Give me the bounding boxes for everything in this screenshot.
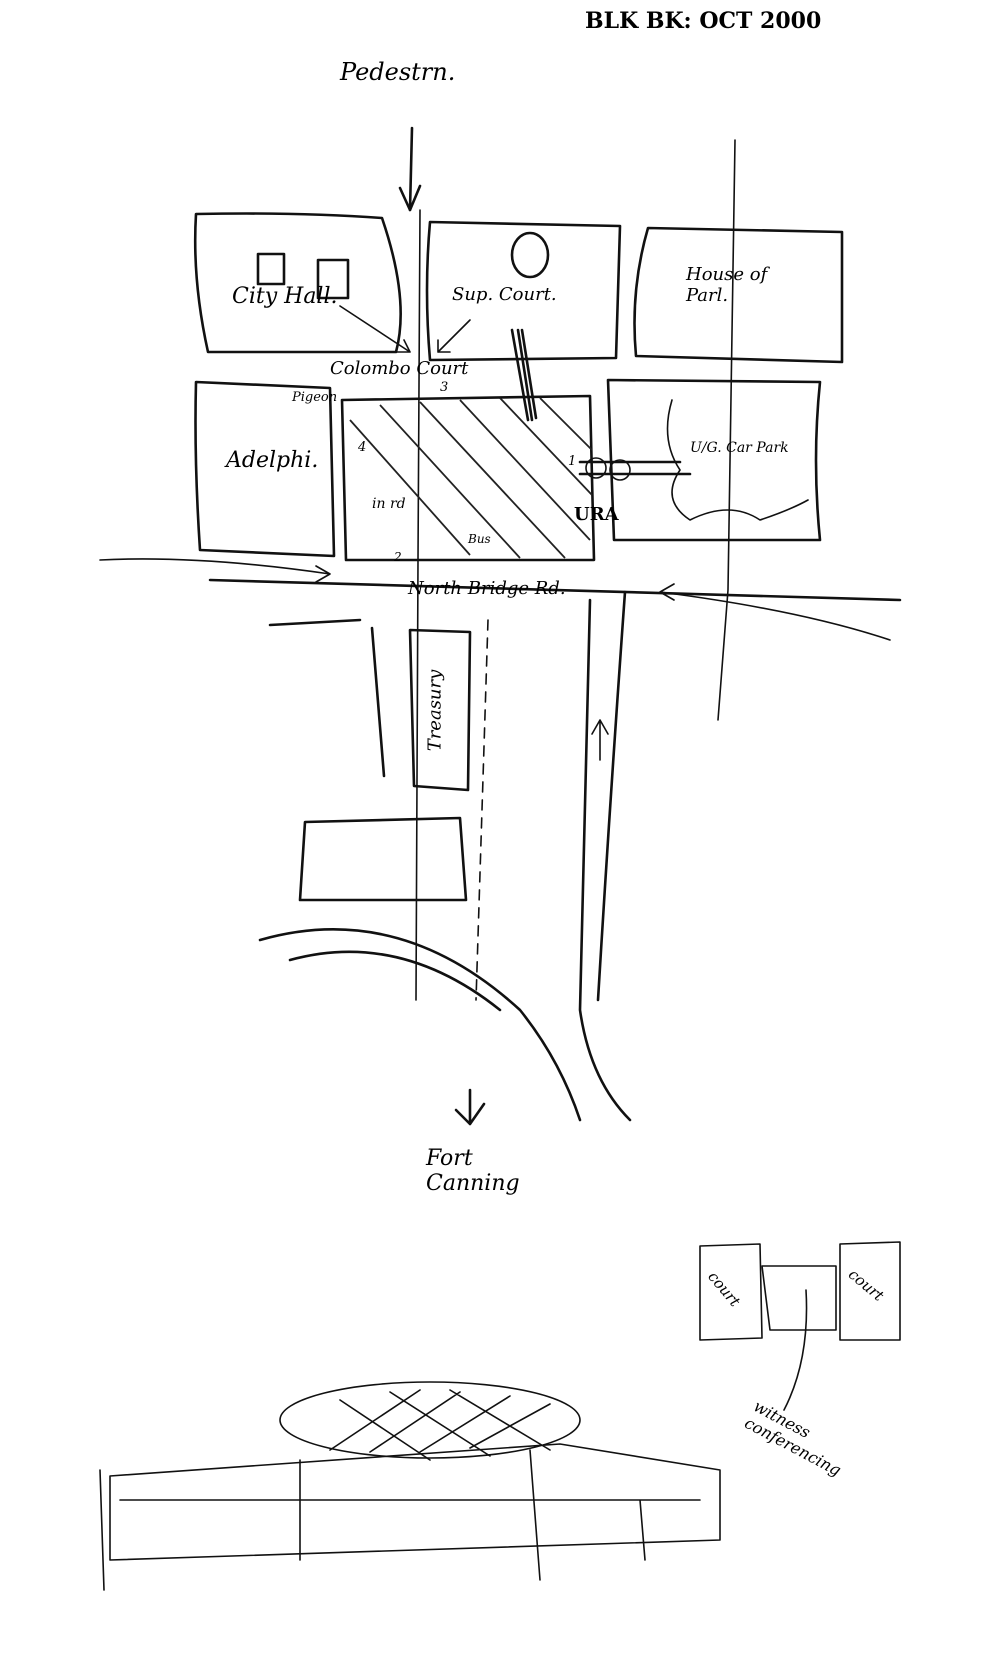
marker-1: 1	[568, 454, 577, 469]
dome-circle	[510, 231, 550, 279]
label-adelphi: Adelphi.	[226, 448, 319, 473]
label-pigeon: Pigeon	[292, 390, 338, 405]
label-treasury: Treasury	[424, 669, 446, 752]
block-lower	[298, 816, 468, 902]
label-house-of-parl: House of Parl.	[686, 264, 768, 306]
court-box-right	[839, 1241, 901, 1341]
label-bus: Bus	[468, 532, 491, 546]
block-sup-court	[425, 220, 622, 362]
label-pedestrian: Pedestrn.	[340, 58, 456, 86]
river	[258, 928, 582, 1122]
block-house-of-parl	[633, 226, 844, 364]
block-city-hall	[193, 212, 402, 354]
label-court-left: court	[704, 1267, 744, 1311]
dashed-line	[475, 619, 489, 1001]
label-ug-car-park: U/G. Car Park	[690, 440, 789, 456]
block-treasury	[408, 628, 472, 792]
block-car-park	[606, 378, 822, 542]
marker-2: 2	[394, 550, 402, 564]
road-line	[717, 139, 736, 721]
label-ura: URA	[574, 504, 619, 525]
marker-3: 3	[440, 380, 449, 395]
down-arrow-icon	[454, 1088, 486, 1126]
north-bridge-road	[208, 578, 902, 602]
colombo-court-site	[340, 394, 596, 562]
court-box-left	[699, 1243, 763, 1341]
building-square	[316, 258, 350, 300]
road-south	[578, 590, 632, 1122]
label-court-right: court	[844, 1265, 888, 1305]
site-hatching	[349, 397, 593, 559]
bridge-hatch	[510, 328, 538, 422]
label-witness-conferencing: witness conferencing	[741, 1396, 845, 1480]
witness-room-box	[761, 1265, 837, 1331]
pedestrian-arrow	[398, 126, 422, 212]
label-city-hall: City Hall.	[232, 284, 338, 309]
car-park-outline	[666, 399, 809, 521]
block-edge	[268, 618, 386, 778]
label-in-road: in rd	[372, 496, 406, 512]
car-park-link	[578, 460, 692, 476]
block-adelphi	[194, 380, 336, 558]
building-square	[256, 252, 286, 286]
date-note: BLK BK: OCT 2000	[585, 8, 822, 34]
leader-line	[783, 1289, 808, 1411]
label-colombo-court: Colombo Court	[330, 358, 469, 379]
pedestrian-approach-right	[659, 583, 891, 641]
label-fort-canning: Fort Canning	[426, 1146, 520, 1196]
label-sup-court: Sup. Court.	[452, 284, 557, 305]
label-north-bridge-rd: North Bridge Rd.	[408, 578, 566, 599]
pedestrian-approach-left	[99, 558, 331, 583]
building-perspective-sketch	[99, 1381, 721, 1591]
marker-4: 4	[358, 440, 367, 455]
